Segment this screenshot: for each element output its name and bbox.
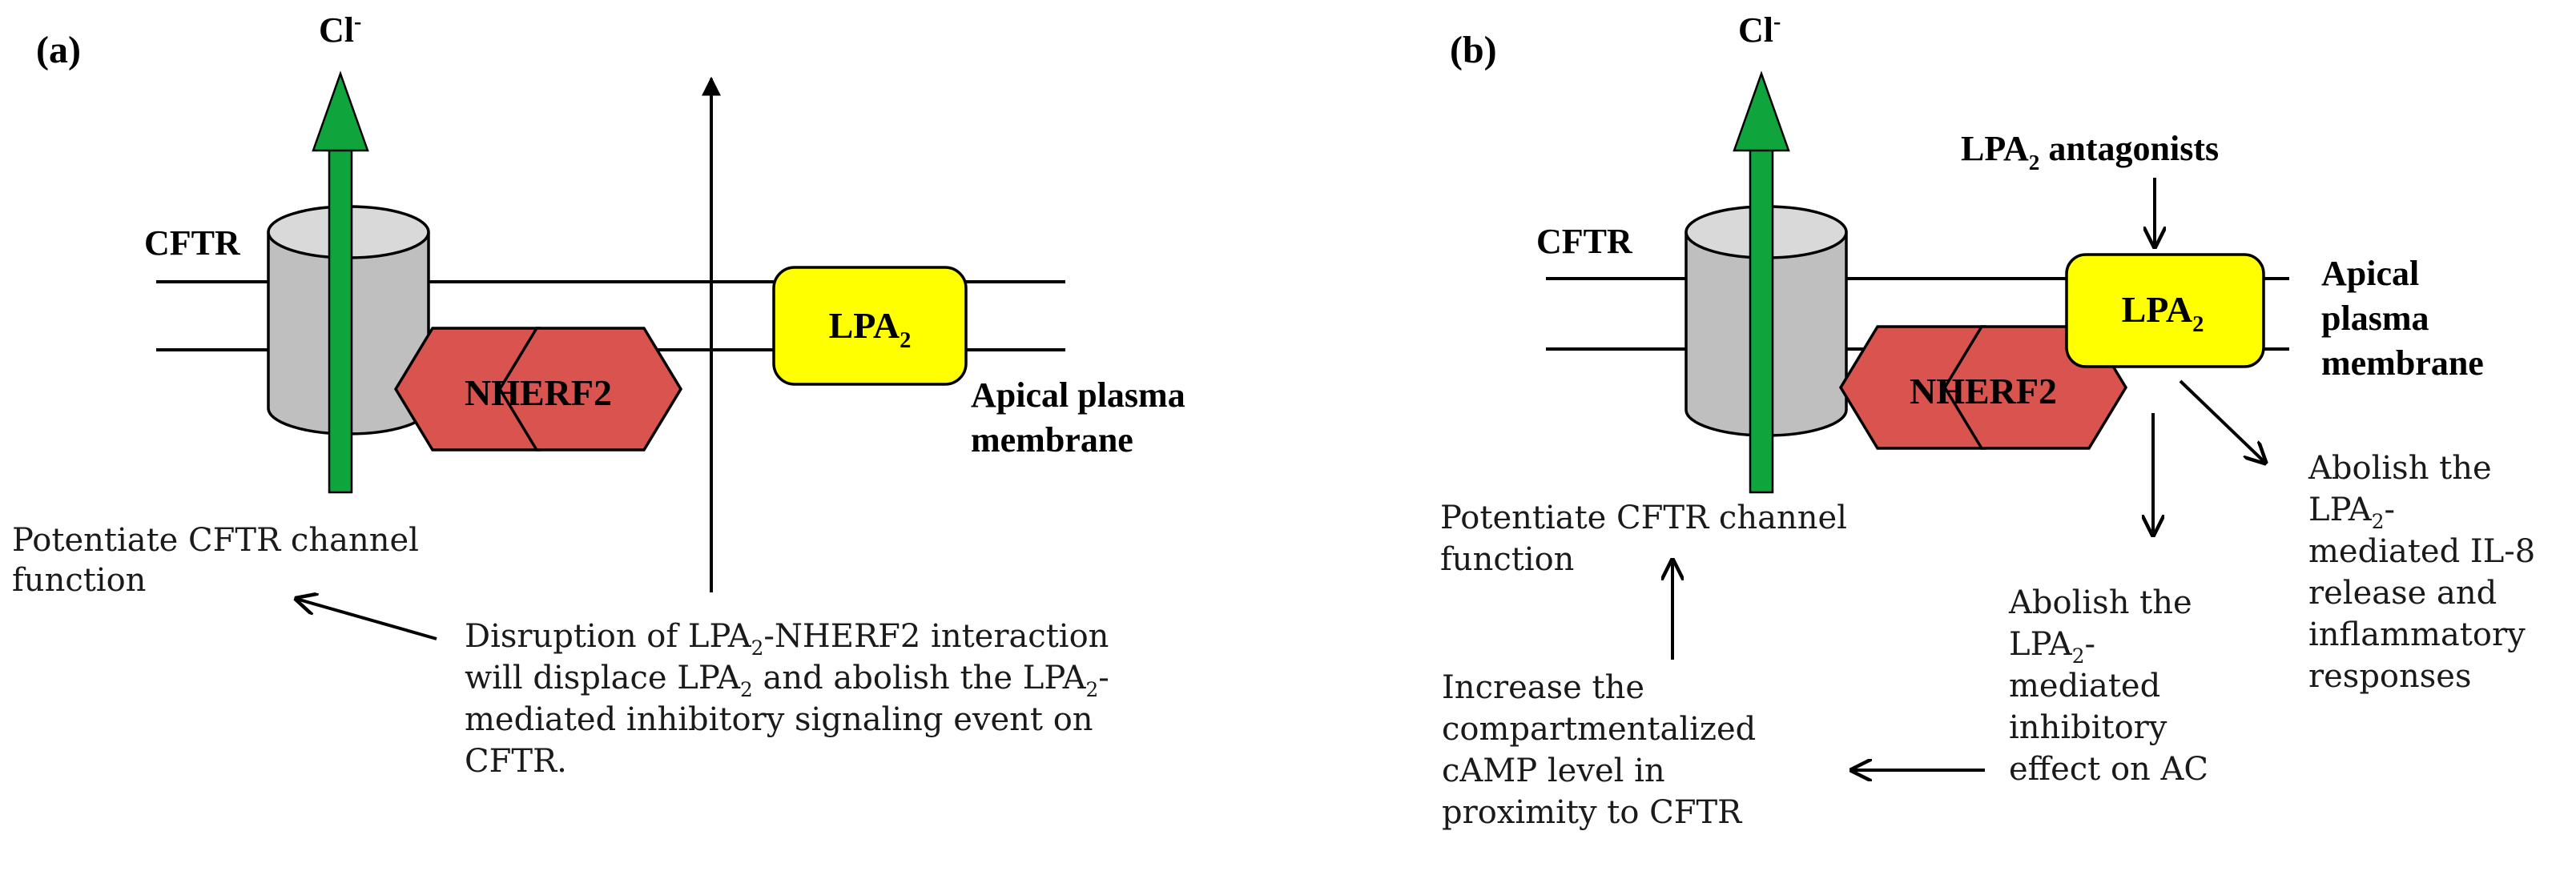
increase-camp-text: Increase the compartmentalized cAMP leve…	[1442, 669, 1766, 831]
cl-efflux-arrow-a	[312, 70, 369, 494]
lpa2-label-b: LPA2	[2122, 289, 2204, 337]
abolish-il8-text: Abolish the LPA2- mediated IL-8 release …	[2308, 450, 2546, 695]
lpa2-receptor-a	[772, 266, 968, 386]
cftr-label-b: CFTR	[1536, 222, 1633, 261]
lpa2-receptor-b	[2065, 253, 2265, 368]
arrow-to-abolish-il8	[2179, 379, 2265, 463]
membrane-label-b: Apical plasma membrane	[2321, 254, 2484, 383]
potentiate-text-b: Potentiate CFTR channel function	[1440, 500, 1858, 578]
lpa2-antagonists-label: LPA2 antagonists	[1961, 129, 2219, 175]
nherf2-complex-a	[393, 327, 683, 452]
cftr-label-a: CFTR	[144, 223, 241, 263]
panel-a: (a) CFTR NHERF2 Cl- LPA2 Apical plasma	[12, 10, 1194, 780]
panel-a-label: (a)	[36, 29, 81, 71]
potentiate-text-a: Potentiate CFTR channel function	[12, 522, 429, 599]
panel-b-label: (b)	[1450, 29, 1497, 71]
panel-b: (b) CFTR NHERF2 Cl- LPA2 LPA2 antagonist…	[1440, 10, 2546, 831]
cl-efflux-arrow-b	[1733, 70, 1790, 494]
cl-ion-label-b: Cl-	[1738, 10, 1781, 50]
lpa2-label-a: LPA2	[829, 305, 912, 353]
arrow-to-potentiate-a	[296, 599, 437, 640]
nherf2-label-b: NHERF2	[1910, 371, 2057, 411]
membrane-label-a: Apical plasma membrane	[971, 375, 1194, 460]
disruption-text-a: Disruption of LPA2-NHERF2 interaction wi…	[465, 618, 1119, 780]
abolish-ac-text: Abolish the LPA2- mediated inhibitory ef…	[2008, 584, 2208, 788]
nherf2-label-a: NHERF2	[465, 372, 612, 413]
cl-ion-label-a: Cl-	[319, 10, 361, 50]
